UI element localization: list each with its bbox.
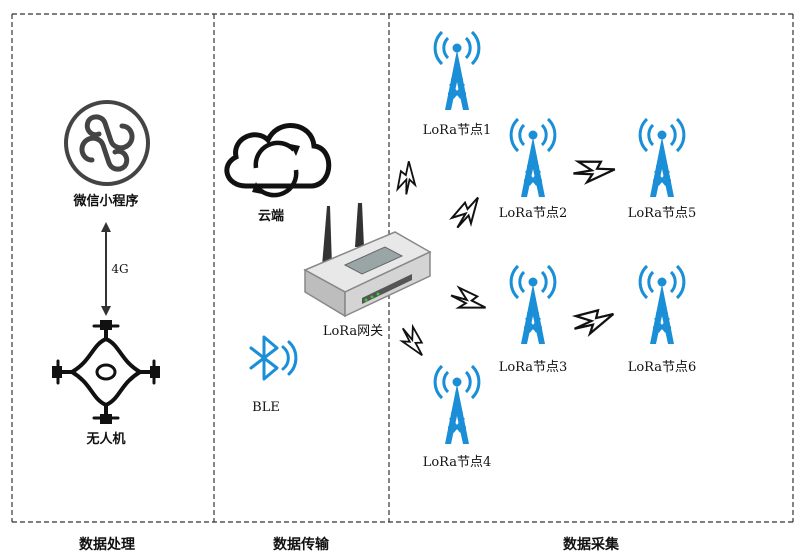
- link-gateway-node1-lightning-icon: [393, 158, 423, 198]
- 4g-link-arrow: [101, 222, 111, 316]
- gateway-label: LoRa网关: [322, 324, 384, 339]
- cloud-sync-icon: [224, 123, 332, 198]
- ble-label: BLE: [252, 400, 280, 415]
- node-5-antenna-icon: [638, 117, 686, 199]
- bluetooth-icon: [249, 335, 298, 381]
- node-6-label: LoRa节点6: [627, 360, 697, 375]
- node-2-antenna-icon: [509, 117, 557, 199]
- link-node3-node6-lightning-icon: [571, 307, 617, 337]
- drone-label: 无人机: [86, 432, 126, 447]
- link-node2-node5-lightning-icon: [571, 156, 617, 188]
- link-gateway-node2-lightning-icon: [447, 193, 489, 233]
- link-gateway-node4-lightning-icon: [397, 322, 427, 362]
- node-6-antenna-icon: [638, 264, 686, 346]
- cloud-label: 云端: [257, 209, 284, 224]
- section-title-processing: 数据处理: [79, 537, 135, 553]
- section-title-transmission: 数据传输: [273, 537, 329, 553]
- node-3-antenna-icon: [509, 264, 557, 346]
- section-dividers: [11, 13, 794, 523]
- node-5-label: LoRa节点5: [627, 206, 697, 221]
- node-4-antenna-icon: [433, 364, 481, 446]
- node-1-antenna-icon: [433, 30, 481, 112]
- node-4-label: LoRa节点4: [422, 455, 492, 470]
- drone-icon: [52, 320, 160, 424]
- link-gateway-node3-lightning-icon: [446, 282, 490, 322]
- miniprogram-label: 微信小程序: [73, 194, 139, 209]
- 4g-link-label: 4G: [111, 262, 129, 276]
- node-2-label: LoRa节点2: [498, 206, 568, 221]
- node-3-label: LoRa节点3: [498, 360, 568, 375]
- wechat-miniprogram-icon: [64, 100, 150, 186]
- node-1-label: LoRa节点1: [422, 123, 492, 138]
- section-title-collection: 数据采集: [563, 537, 619, 553]
- router-icon: [303, 203, 432, 318]
